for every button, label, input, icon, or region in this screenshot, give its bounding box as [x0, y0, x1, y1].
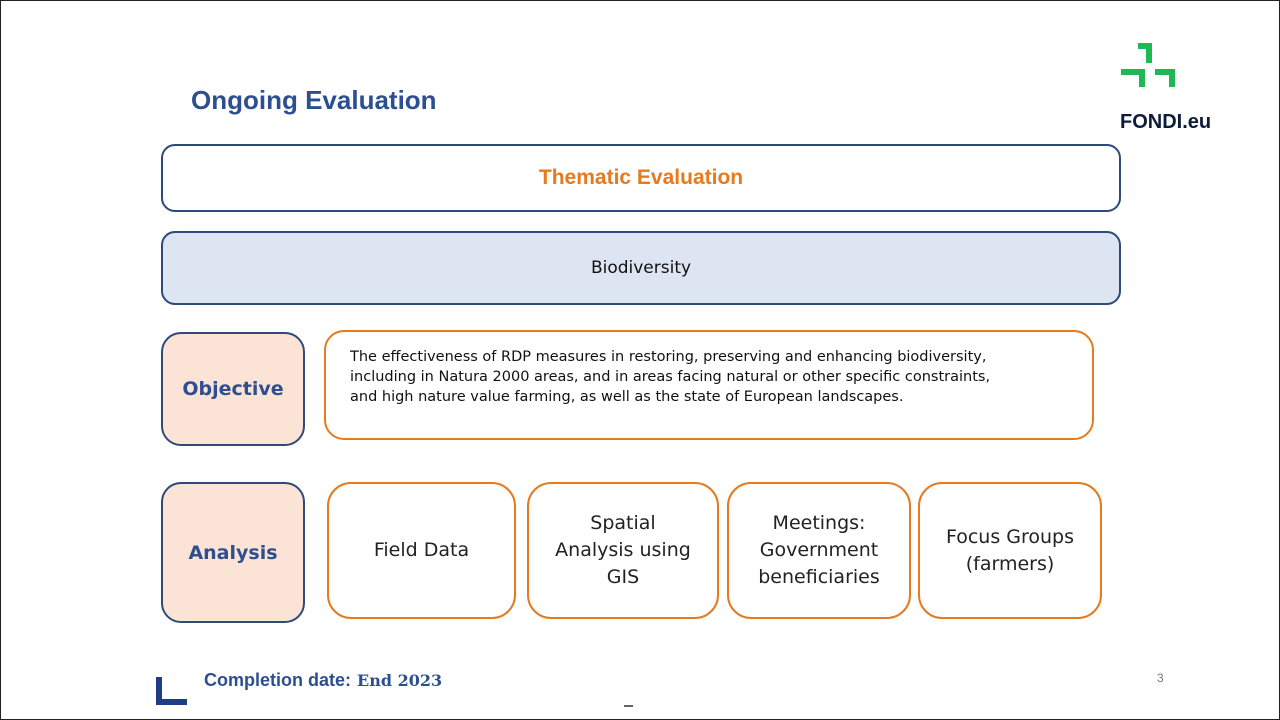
biodiversity-bar: Biodiversity: [161, 231, 1121, 305]
card-line: beneficiaries: [758, 566, 880, 588]
card-line: Spatial: [590, 512, 656, 534]
objective-line: and high nature value farming, as well a…: [350, 389, 904, 405]
page-number: 3: [1157, 671, 1164, 685]
biodiversity-label: Biodiversity: [590, 258, 692, 278]
objective-line: The effectiveness of RDP measures in res…: [350, 349, 987, 365]
slide-title: Ongoing Evaluation: [191, 85, 437, 115]
logo-text: FONDI.eu: [1120, 111, 1212, 133]
completion-date: Completion date: End 2023: [204, 670, 442, 691]
analysis-card-focus-groups: Focus Groups (farmers): [918, 482, 1102, 619]
card-line: (farmers): [965, 552, 1055, 575]
card-line: Field Data: [373, 539, 470, 561]
thematic-evaluation-label: Thematic Evaluation: [538, 166, 744, 189]
analysis-card-spatial-gis: Spatial Analysis using GIS: [527, 482, 719, 619]
completion-value: End 2023: [357, 671, 443, 690]
objective-text: The effectiveness of RDP measures in res…: [324, 330, 1094, 440]
card-line: Government: [759, 539, 879, 561]
analysis-card-field-data: Field Data: [327, 482, 516, 619]
card-line: GIS: [606, 566, 640, 588]
analysis-card-meetings: Meetings: Government beneficiaries: [727, 482, 911, 619]
card-line: Analysis using: [555, 539, 691, 561]
card-line: Focus Groups: [945, 525, 1075, 548]
card-line: Meetings:: [772, 512, 866, 534]
objective-line: including in Natura 2000 areas, and in a…: [350, 369, 991, 385]
corner-bracket-icon: [156, 677, 187, 705]
divider-mark: [624, 705, 633, 707]
fondi-logo-icon: [1121, 43, 1175, 87]
objective-box: Objective: [161, 332, 305, 446]
analysis-box: Analysis: [161, 482, 305, 623]
completion-label: Completion date:: [204, 670, 351, 690]
thematic-evaluation-bar: Thematic Evaluation: [161, 144, 1121, 212]
